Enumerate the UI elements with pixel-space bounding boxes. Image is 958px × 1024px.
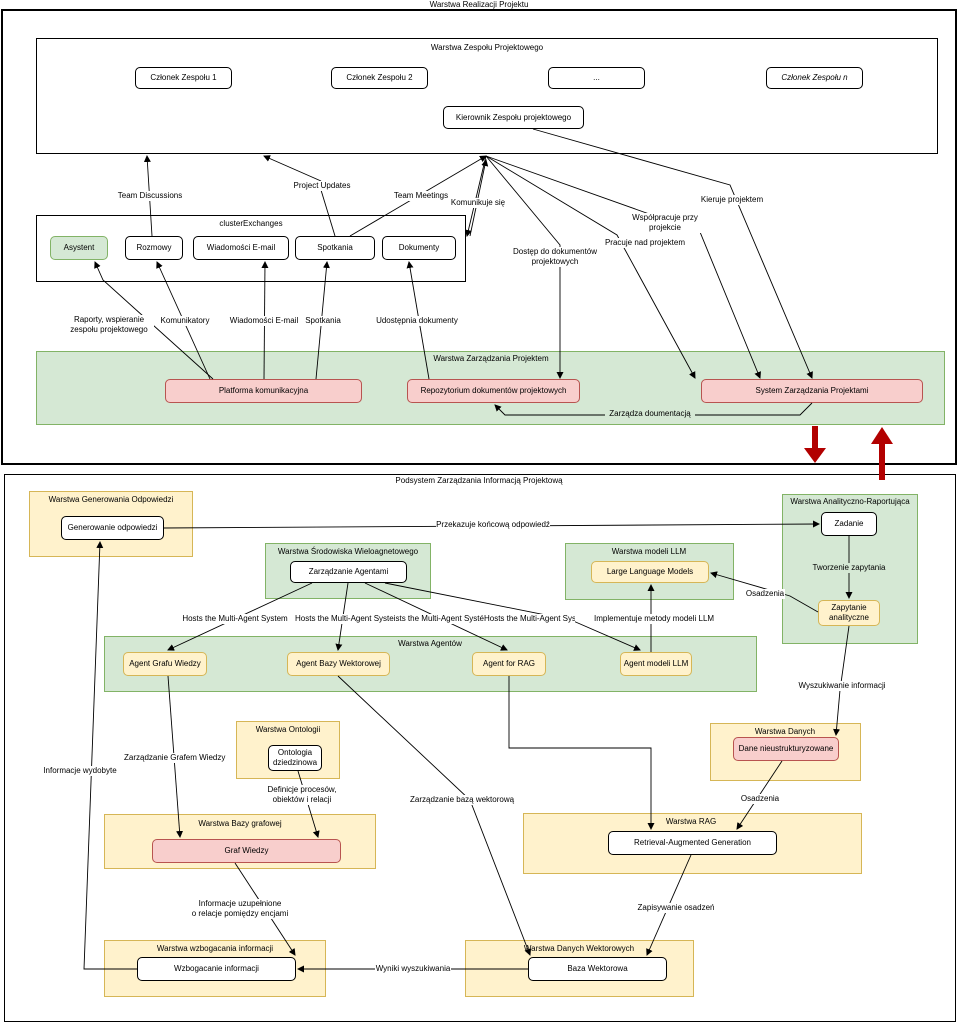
agent-knowledge-graph[interactable]: Agent Grafu Wiedzy [123,652,207,676]
label-dostep: Dostęp do dokumentów projektowych [510,247,600,267]
label-project-updates: Project Updates [282,181,362,191]
exchange-email[interactable]: Wiadomości E-mail [193,236,289,260]
agent-llm[interactable]: Agent modeli LLM [620,652,692,676]
edge-dostep [485,155,564,379]
exchange-meetings[interactable]: Spotkania [295,236,375,260]
team-layer-title: Warstwa Zespołu Projektowego [430,43,544,52]
agent-management[interactable]: Zarządzanie Agentami [290,561,407,583]
knowledge-graph[interactable]: Graf Wiedzy [152,839,341,863]
ontology-layer-title: Warstwa Ontologii [255,725,321,734]
communication-platform[interactable]: Platforma komunikacyjna [165,379,362,403]
label-zarz-graf: Zarządzanie Grafem Wiedzy [124,753,226,763]
team-manager[interactable]: Kierownik Zespołu projektowego [443,106,584,129]
edge-informacje-wyd [83,541,137,970]
vector-database[interactable]: Baza Wektorowa [528,957,667,981]
project-realization-layer [1,9,957,465]
graph-db-layer-title: Warstwa Bazy grafowej [198,819,282,828]
label-implementuje: Implementuje metody modeli LLM [594,614,715,624]
agents-layer-title: Warstwa Agentów [398,639,462,648]
large-language-models[interactable]: Large Language Models [591,561,709,583]
edge-pracuje [485,155,696,379]
team-layer [36,38,938,154]
edge-kieruje [532,128,813,379]
label-zapisywanie: Zapisywanie osadzeń [636,903,716,913]
rag-node[interactable]: Retrieval-Augmented Generation [608,831,777,855]
label-hosts-1: Hosts the Multi-Agent System [176,614,294,624]
team-member-n[interactable]: Członek Zespołu n [766,67,863,89]
label-spotkania: Spotkania [300,316,346,326]
edge-raporty [94,261,214,380]
llm-layer-title: Warstwa modeli LLM [611,547,687,556]
label-informacje-wyd: Informacje wydobyte [42,766,118,776]
info-management-subsystem [4,474,956,1022]
rag-layer-title: Warstwa RAG [665,817,717,826]
document-repository[interactable]: Repozytorium dokumentów projektowych [407,379,580,403]
data-layer-title: Warstwa Danych [754,727,816,736]
red-interlayer-arrows [804,426,893,480]
label-wiadomosci: Wiadomości E-mail [226,316,302,326]
label-hosts-overlap: Hosts the Multi-Agent Systeists the Mult… [295,614,575,624]
response-generation[interactable]: Generowanie odpowiedzi [61,516,164,540]
analytic-query[interactable]: Zapytanie analityczne [818,600,880,626]
label-team-discussions: Team Discussions [110,191,190,201]
label-wyszukiwanie: Wyszukiwanie informacji [797,681,887,691]
label-udostepnia: Udostępnia dokumenty [372,316,462,326]
enrichment-layer-title: Warstwa wzbogacania informacji [156,944,274,953]
edge-wspolpracuje [485,155,761,379]
exchange-conversations[interactable]: Rozmowy [125,236,183,260]
generation-layer-title: Warstwa Generowania Odpowiedzi [48,495,174,504]
team-member-ellipsis[interactable]: ... [548,67,645,89]
label-przekazuje: Przekazuje końcową odpowiedź [436,520,550,530]
label-komunikuje: Komunikuje się [448,198,508,208]
label-raporty: Raporty, wspieranie zespołu projektowego [64,315,154,335]
edge-zarz-baza [337,675,532,956]
label-team-meetings: Team Meetings [386,191,456,201]
label-wyniki: Wyniki wyszukiwania [375,964,451,974]
project-management-system[interactable]: System Zarządzania Projektami [701,379,923,403]
exchanges-title: clusterExchanges [219,219,283,228]
label-wspolpracuje: Współpracuje przy projekcie [625,213,705,233]
domain-ontology[interactable]: Ontologia dziedzinowa [268,745,322,771]
label-osadzenia: Osadzenia [745,589,785,599]
label-kieruje: Kieruje projektem [697,195,767,205]
agent-vector-db[interactable]: Agent Bazy Wektorowej [287,652,390,676]
exchange-documents[interactable]: Dokumenty [382,236,456,260]
label-definicje: Definicje procesów, obiektów i relacji [262,785,342,805]
label-tworzenie: Tworzenie zapytania [808,563,890,573]
edge-osadzenia [710,571,819,613]
mgmt-layer-title: Warstwa Zarządzania Projektem [433,354,549,363]
edge-project-updates [263,155,322,182]
unstructured-data[interactable]: Dane nieustrukturyzowane [733,737,839,761]
subsystem-title: Podsystem Zarządzania Informacją Projekt… [395,476,563,485]
team-member-2[interactable]: Członek Zespołu 2 [331,67,428,89]
label-zarzadza-dok: Zarządza doumentacją [605,409,695,419]
information-enrichment[interactable]: Wzbogacanie informacji [137,957,296,981]
label-pracuje: Pracuje nad projektem [600,238,690,248]
project-realization-title: Warstwa Realizacji Projektu [429,0,529,9]
label-osadzenia-2: Osadzenia [740,794,780,804]
edge-rag-agent [508,676,655,830]
vector-data-layer-title: Warstwa Danych Wektorowych [523,944,635,953]
label-zarz-baza: Zarządzanie bazą wektorową [410,795,515,805]
task-node[interactable]: Zadanie [821,512,877,536]
multiagent-layer-title: Warstwa Środowiska Wieloagnetowego [277,547,419,556]
team-member-1[interactable]: Członek Zespołu 1 [135,67,232,89]
exchange-assistant[interactable]: Asystent [50,236,108,260]
analytic-layer-title: Warstwa Analityczno-Raportująca [790,497,910,506]
agent-rag[interactable]: Agent for RAG [472,652,546,676]
label-info-uzup: Informacje uzupełnione o relacje pomiędz… [190,899,290,919]
label-komunikatory: Komunikatory [155,316,215,326]
